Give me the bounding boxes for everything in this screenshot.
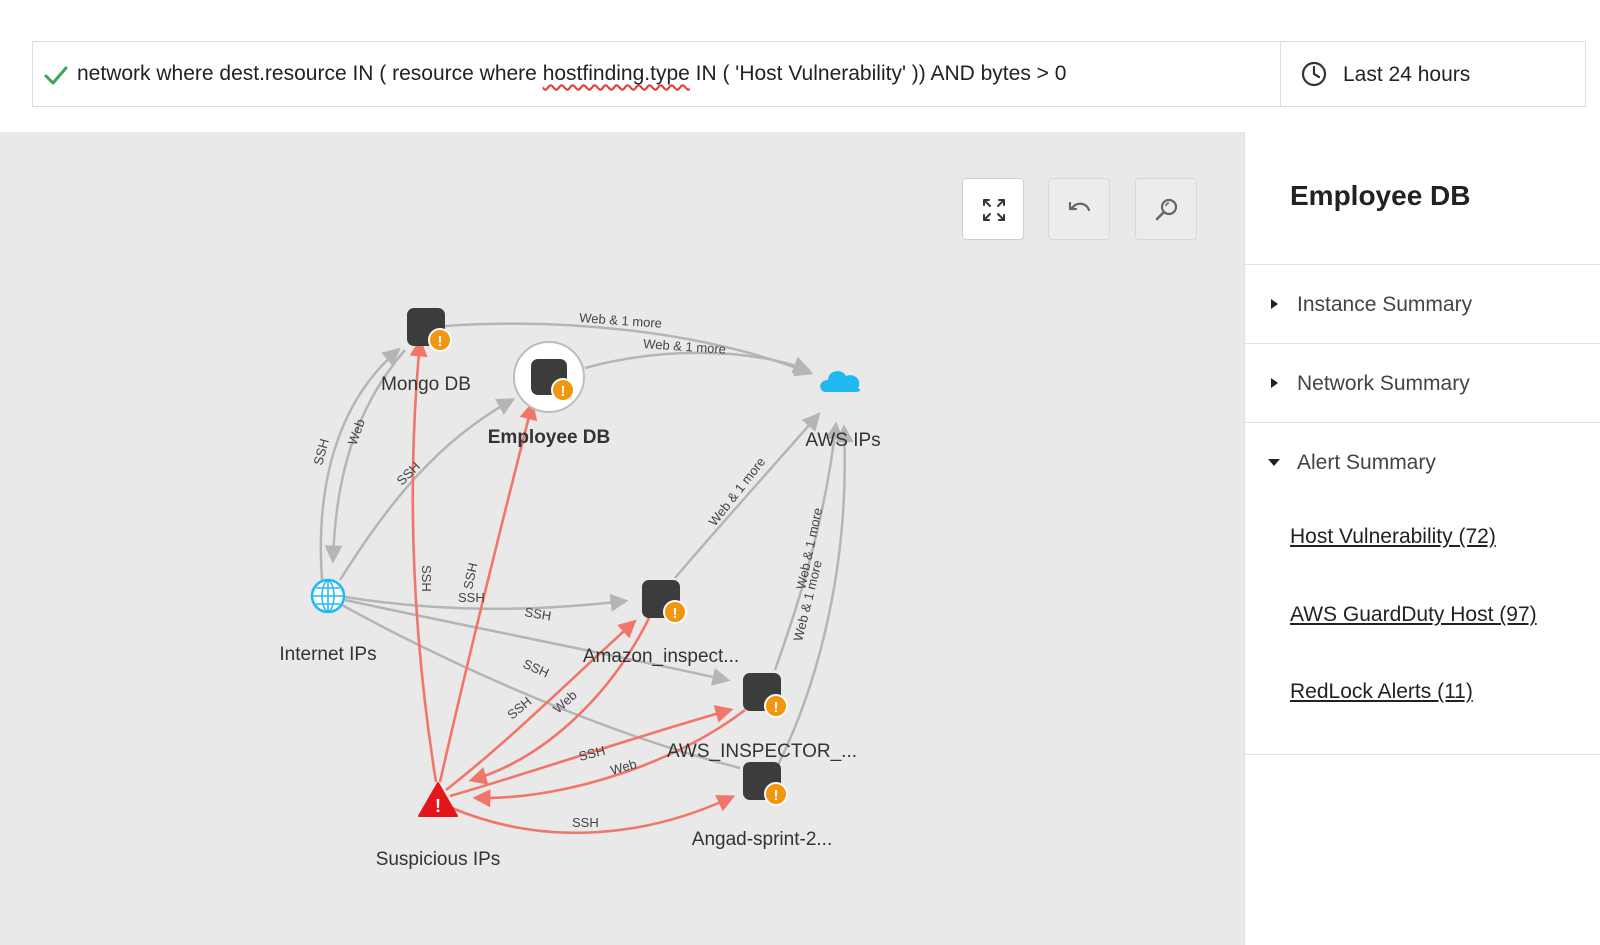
edge-label: Web & 1 more <box>643 336 727 357</box>
edge-label: SSH <box>523 604 552 623</box>
edge-awsinsp-aws <box>773 421 844 671</box>
caret-right-icon <box>1271 299 1278 309</box>
edge-internet-awsinsp <box>344 598 731 686</box>
edge-internet-mongo <box>319 347 401 581</box>
edge-label: SSH <box>460 561 480 590</box>
edge-amazon-suspicious <box>468 611 654 785</box>
edge-internet-employee <box>338 398 516 581</box>
alert-link-aws-guardduty[interactable]: AWS GuardDuty Host (97) <box>1290 603 1537 626</box>
node-internet-ips[interactable]: Internet IPs <box>279 578 377 665</box>
node-amazon-inspect[interactable]: ! Amazon_inspect... <box>583 580 739 667</box>
expand-icon <box>983 199 1005 221</box>
node-label: Employee DB <box>488 427 610 448</box>
node-label: Angad-sprint-2... <box>692 829 832 850</box>
svg-text:!: ! <box>673 605 678 622</box>
section-alert-summary[interactable]: Alert Summary <box>1245 422 1600 502</box>
alert-link-redlock[interactable]: RedLock Alerts (11) <box>1290 680 1473 703</box>
edge-label: SSH <box>310 437 331 467</box>
time-range-label: Last 24 hours <box>1343 63 1471 86</box>
edge-label: SSH <box>419 565 434 592</box>
edge-label: Web <box>345 417 368 447</box>
node-label: AWS IPs <box>805 430 880 451</box>
warning-triangle-icon <box>418 782 458 817</box>
fit-to-screen-button[interactable] <box>962 178 1024 240</box>
edge-mongo-aws <box>444 322 814 377</box>
query-input[interactable]: network where dest.resource IN ( resourc… <box>77 42 1066 106</box>
svg-text:!: ! <box>774 699 779 716</box>
node-label: AWS_INSPECTOR_... <box>667 741 857 762</box>
edge-internet-amazon <box>344 593 629 612</box>
edge-label: SSH <box>458 590 485 605</box>
node-employee-db[interactable]: ! Employee DB <box>488 341 610 448</box>
svg-text:!: ! <box>774 787 779 804</box>
edge-suspicious-mongo <box>409 338 438 783</box>
section-label: Alert Summary <box>1297 451 1436 474</box>
section-instance-summary[interactable]: Instance Summary <box>1245 264 1600 344</box>
node-label: Amazon_inspect... <box>583 646 739 667</box>
query-prefix: network where dest.resource IN ( resourc… <box>77 62 543 85</box>
node-suspicious-ips[interactable]: ! Suspicious IPs <box>376 782 501 870</box>
node-mongo-db[interactable]: ! Mongo DB <box>381 308 471 395</box>
clock-icon <box>1301 61 1327 87</box>
edge-label: SSH <box>577 743 607 764</box>
cloud-icon <box>820 371 861 392</box>
zoom-search-icon <box>1155 198 1178 221</box>
section-label: Instance Summary <box>1297 293 1473 316</box>
search-graph-button[interactable] <box>1135 178 1197 240</box>
edge-awsinsp-suspicious <box>472 708 746 808</box>
node-aws-ips[interactable]: AWS IPs <box>805 371 881 451</box>
node-label: Internet IPs <box>279 644 376 665</box>
edge-label: Web & 1 more <box>706 454 769 529</box>
svg-text:!: ! <box>435 796 441 816</box>
alert-link-host-vulnerability[interactable]: Host Vulnerability (72) <box>1290 525 1496 548</box>
edge-label: Web <box>550 687 580 716</box>
graph-canvas[interactable]: Web & 1 more Web & 1 more SSH Web SSH SS… <box>0 132 1244 945</box>
undo-icon <box>1068 201 1091 212</box>
node-aws-inspector[interactable]: ! AWS_INSPECTOR_... <box>667 673 857 762</box>
globe-icon <box>313 580 343 612</box>
panel-divider <box>1245 754 1600 755</box>
undo-button[interactable] <box>1048 178 1110 240</box>
svg-text:!: ! <box>438 333 443 350</box>
edge-suspicious-employee <box>438 401 538 783</box>
edge-internet-angad <box>339 602 741 770</box>
caret-right-icon <box>1271 378 1278 388</box>
node-label: Suspicious IPs <box>376 849 501 870</box>
edge-label: Web <box>609 756 639 778</box>
node-label: Mongo DB <box>381 374 471 395</box>
edge-mongo-internet <box>324 349 406 564</box>
svg-text:!: ! <box>561 383 566 400</box>
section-label: Network Summary <box>1297 372 1470 395</box>
edge-angad-aws <box>776 424 854 766</box>
query-suffix: IN ( 'Host Vulnerability' )) AND bytes >… <box>689 62 1067 85</box>
panel-title: Employee DB <box>1290 180 1471 211</box>
node-angad-sprint[interactable]: ! Angad-sprint-2... <box>692 762 832 850</box>
query-bar[interactable]: network where dest.resource IN ( resourc… <box>32 41 1586 107</box>
network-graph: Web & 1 more Web & 1 more SSH Web SSH SS… <box>279 308 881 870</box>
edge-amazon-aws <box>674 412 821 579</box>
query-flagged-word: hostfinding.type <box>542 62 690 85</box>
edge-label: Web & 1 more <box>579 310 663 331</box>
section-network-summary[interactable]: Network Summary <box>1245 343 1600 423</box>
edge-label: SSH <box>394 459 424 489</box>
time-range-selector[interactable]: Last 24 hours <box>1280 42 1585 106</box>
checkmark-icon <box>44 66 68 85</box>
edge-label: Web & 1 more <box>790 559 825 643</box>
edge-suspicious-angad <box>451 794 736 835</box>
edge-suspicious-awsinsp <box>449 705 734 798</box>
caret-down-icon <box>1268 459 1280 466</box>
edge-label: SSH <box>572 815 599 830</box>
edge-label: SSH <box>521 656 552 681</box>
detail-panel: Employee DB Instance Summary Network Sum… <box>1244 132 1600 945</box>
edge-employee-aws <box>584 351 812 374</box>
